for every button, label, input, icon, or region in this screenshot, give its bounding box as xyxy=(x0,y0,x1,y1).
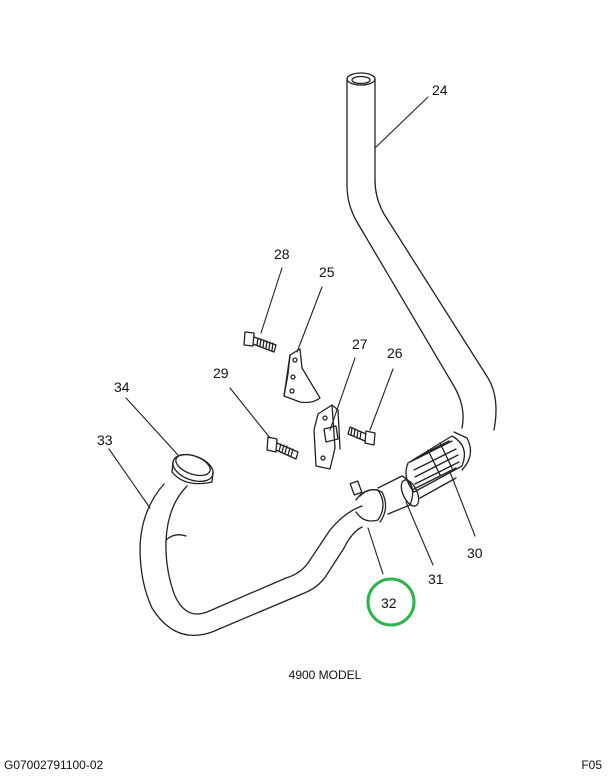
leader-24 xyxy=(374,96,429,149)
callout-32: 32 xyxy=(381,595,397,611)
callout-28: 28 xyxy=(274,246,290,262)
lower-pipe-33 xyxy=(139,483,363,636)
clamp-32 xyxy=(349,480,387,523)
callout-29: 29 xyxy=(213,365,229,381)
model-caption: 4900 MODEL xyxy=(288,668,362,682)
callout-31: 31 xyxy=(428,571,444,587)
gasket-34 xyxy=(171,453,214,485)
drawing-id: G07002791100-02 xyxy=(4,758,104,772)
stack-pipe-24 xyxy=(346,72,497,431)
leader-31 xyxy=(405,501,434,566)
hanger-bracket-27 xyxy=(313,404,341,470)
callout-27: 27 xyxy=(352,336,368,352)
highlight-circle xyxy=(366,577,416,627)
callout-25: 25 xyxy=(319,264,335,280)
leader-25 xyxy=(296,286,323,353)
flex-bellows-30 xyxy=(405,431,472,499)
leader-27 xyxy=(329,357,356,431)
callout-30: 30 xyxy=(467,545,483,561)
callout-34: 34 xyxy=(114,379,130,395)
leader-32 xyxy=(367,527,384,575)
bolt-29 xyxy=(266,436,299,460)
leader-26 xyxy=(369,368,394,431)
leader-30 xyxy=(449,471,476,537)
adapter-sleeve-31 xyxy=(377,475,420,515)
callout-26: 26 xyxy=(387,345,403,361)
sheet-code: F05 xyxy=(581,758,602,772)
leader-28 xyxy=(260,267,283,334)
callout-33: 33 xyxy=(97,432,113,448)
leader-34 xyxy=(125,397,179,456)
leader-lines xyxy=(108,96,476,575)
leader-33 xyxy=(108,448,151,509)
bracket-25 xyxy=(283,348,321,404)
bolt-26 xyxy=(347,426,376,446)
bolt-28 xyxy=(243,331,277,353)
leader-29 xyxy=(229,387,271,439)
callout-24: 24 xyxy=(432,82,448,98)
